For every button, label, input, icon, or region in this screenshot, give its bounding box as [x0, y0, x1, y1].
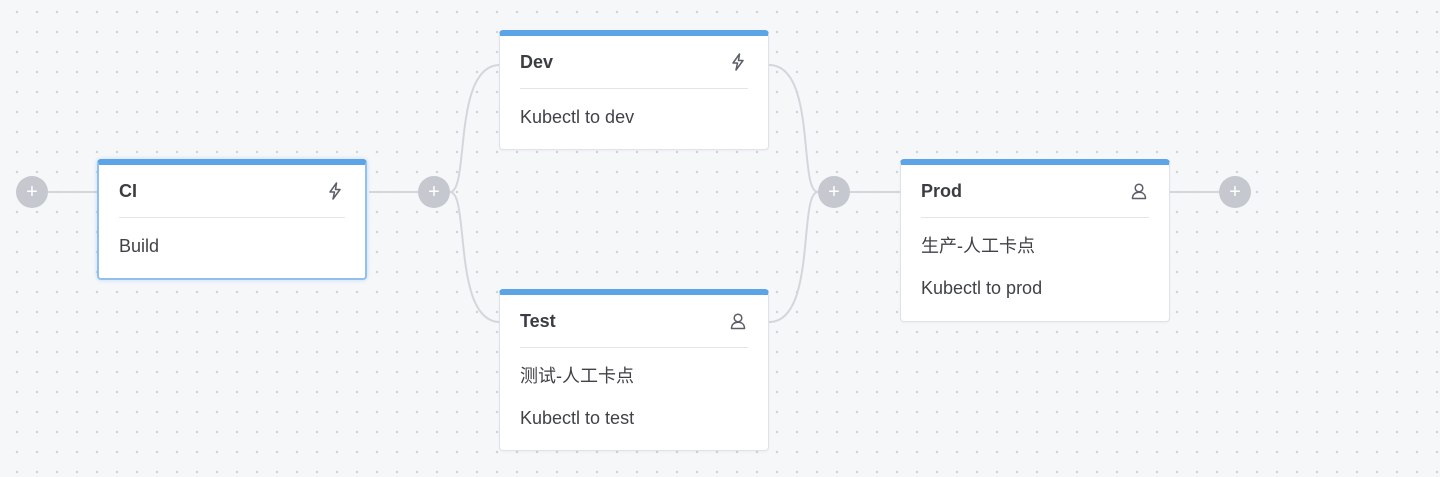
stage-tasks: Kubectl to dev	[500, 89, 768, 153]
stage-tasks: 测试-人工卡点 Kubectl to test	[500, 348, 768, 454]
stage-title: Dev	[520, 52, 554, 72]
lightning-icon	[329, 182, 341, 200]
user-icon	[1131, 183, 1147, 200]
stage-title: Test	[520, 311, 556, 331]
task-item[interactable]: 生产-人工卡点	[921, 236, 1035, 256]
stage-card-test[interactable]: Test 测试-人工卡点 Kubectl to test	[499, 289, 769, 451]
stage-tasks: Build	[99, 218, 365, 282]
connector-fork-test	[449, 191, 501, 323]
task-item[interactable]: 测试-人工卡点	[520, 366, 634, 386]
task-item[interactable]: Kubectl to dev	[520, 107, 635, 127]
connector-test-join	[768, 191, 819, 323]
stage-card-prod[interactable]: Prod 生产-人工卡点 Kubectl to prod	[900, 159, 1170, 322]
task-item[interactable]: Kubectl to prod	[921, 278, 1043, 298]
add-stage-before-prod-button[interactable]: +	[818, 176, 850, 208]
stage-title: CI	[119, 181, 137, 201]
lightning-icon	[732, 53, 744, 71]
stage-header: Test	[520, 295, 748, 348]
task-item[interactable]: Kubectl to test	[520, 408, 635, 428]
stage-card-ci[interactable]: CI Build	[97, 159, 367, 280]
stage-header: Prod	[921, 165, 1149, 218]
add-parallel-stage-button[interactable]: +	[418, 176, 450, 208]
stage-header: CI	[119, 165, 345, 218]
task-item[interactable]: Build	[119, 236, 160, 256]
connector-fork-dev	[449, 64, 501, 193]
stage-card-dev[interactable]: Dev Kubectl to dev	[499, 30, 769, 150]
stage-title: Prod	[921, 181, 963, 201]
connector-dev-join	[768, 64, 819, 193]
user-icon	[730, 313, 746, 330]
add-stage-after-prod-button[interactable]: +	[1219, 176, 1251, 208]
add-stage-before-ci-button[interactable]: +	[16, 176, 48, 208]
stage-tasks: 生产-人工卡点 Kubectl to prod	[901, 218, 1169, 324]
stage-header: Dev	[520, 36, 748, 89]
